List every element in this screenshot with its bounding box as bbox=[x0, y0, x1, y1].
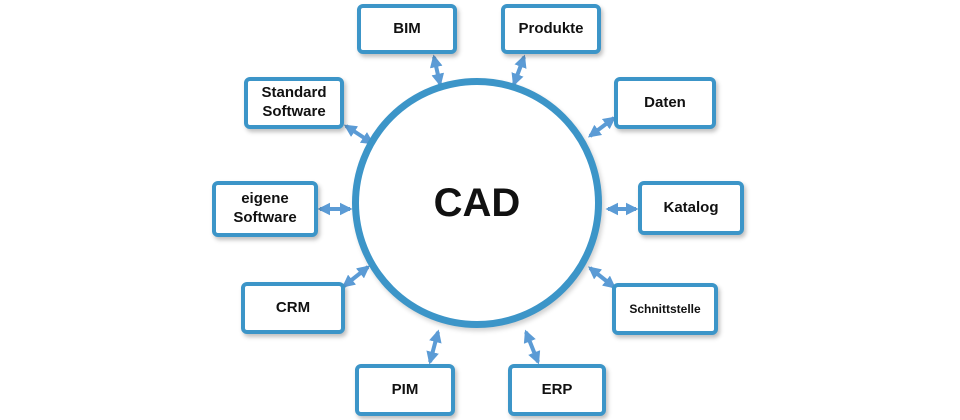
node-crm: CRM bbox=[241, 282, 345, 334]
node-katalog: Katalog bbox=[638, 181, 744, 235]
arrow-produkte bbox=[511, 54, 527, 87]
hub-label: CAD bbox=[433, 180, 521, 225]
node-standard-software: Standard Software bbox=[244, 77, 344, 129]
node-erp: ERP bbox=[508, 364, 606, 416]
node-pim: PIM bbox=[355, 364, 455, 416]
arrow-bim bbox=[429, 54, 445, 87]
node-bim: BIM bbox=[357, 4, 457, 54]
node-schnittstelle: Schnittstelle bbox=[612, 283, 718, 335]
cad-hub-circle: CAD bbox=[352, 78, 602, 328]
arrow-crm bbox=[341, 265, 371, 288]
arrow-daten bbox=[587, 116, 617, 138]
node-eigene-software: eigene Software bbox=[212, 181, 318, 237]
arrow-pim bbox=[426, 329, 442, 365]
arrow-schnittstelle bbox=[587, 266, 617, 289]
arrow-erp bbox=[523, 329, 541, 365]
node-produkte: Produkte bbox=[501, 4, 601, 54]
node-daten: Daten bbox=[614, 77, 716, 129]
